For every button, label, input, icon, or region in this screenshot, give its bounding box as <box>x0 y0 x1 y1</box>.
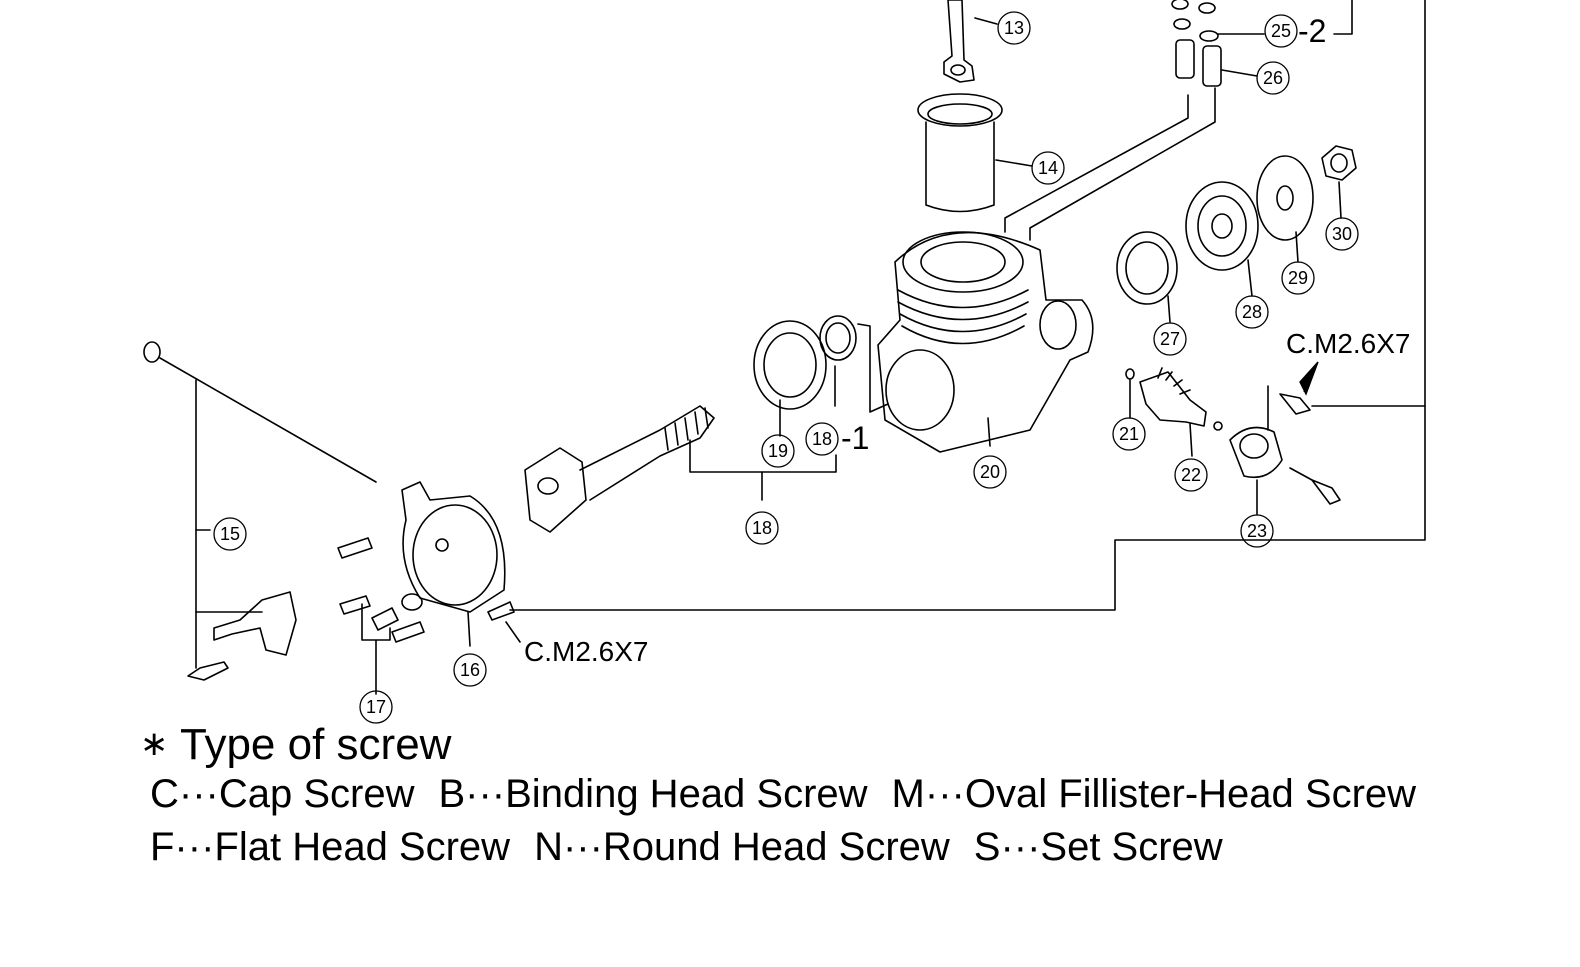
part25-suffix: -2 <box>1298 13 1326 49</box>
legend-row-2: F···Flat Head Screw N···Round Head Screw S… <box>150 823 1247 871</box>
asterisk-icon: ∗ <box>140 725 169 763</box>
crankcase-part <box>877 231 1094 453</box>
legend-item-set: S···Set Screw <box>973 825 1223 869</box>
throttle-linkage-part <box>143 341 377 681</box>
callout-29 <box>1281 261 1315 295</box>
drive-hub-part <box>1185 181 1259 297</box>
legend-item-oval: M···Oval Fillister-Head Screw <box>891 772 1417 816</box>
cylinder-liner-part <box>917 93 1033 213</box>
needle-valve-rings-part <box>1171 0 1265 87</box>
cam-gear-part <box>1125 367 1223 457</box>
callout-27 <box>1153 322 1187 356</box>
rear-bearing-part <box>1116 231 1178 323</box>
callout-label-22: 22 <box>1181 465 1201 485</box>
front-bearing-part <box>753 320 827 437</box>
callout-label-18a: 18 <box>812 429 832 449</box>
legend-item-cap: C···Cap Screw <box>150 772 415 816</box>
callout-label-19: 19 <box>768 441 788 461</box>
callout-label-27: 27 <box>1160 329 1180 349</box>
callout-label-29: 29 <box>1288 268 1308 288</box>
screw-arrow-right <box>1299 361 1319 396</box>
leader-frame <box>509 0 1426 611</box>
screw-label-left: C.M2.6X7 <box>524 636 649 667</box>
callout-label-14: 14 <box>1038 158 1058 178</box>
screw-label-right: C.M2.6X7 <box>1286 328 1411 359</box>
bushing-part <box>819 315 889 413</box>
callout-label-23: 23 <box>1247 521 1267 541</box>
callout-13 <box>997 11 1031 45</box>
callout-label-16: 16 <box>460 660 480 680</box>
legend-item-binding: B···Binding Head Screw <box>438 772 868 816</box>
callout-21 <box>1112 417 1146 451</box>
callout-23 <box>1240 514 1274 548</box>
callout-14 <box>1031 151 1065 185</box>
part18-suffix: -1 <box>841 420 869 456</box>
callout-30 <box>1325 217 1359 251</box>
callout-20 <box>973 455 1007 489</box>
connecting-rod-part <box>943 0 998 83</box>
legend-title: ∗ Type of screw <box>140 716 451 776</box>
callout-label-17: 17 <box>366 697 386 717</box>
callout-26 <box>1256 61 1290 95</box>
callout-16 <box>453 653 487 687</box>
callout-label-15: 15 <box>220 524 240 544</box>
crankshaft-part <box>524 405 837 533</box>
legend-item-flat: F···Flat Head Screw <box>150 825 511 869</box>
callout-25 <box>1264 14 1298 48</box>
callout-label-20: 20 <box>980 462 1000 482</box>
callout-18a <box>805 422 839 456</box>
legend-title-text: Type of screw <box>180 720 452 769</box>
drive-washer-part <box>1256 155 1314 263</box>
callout-label-25: 25 <box>1271 21 1291 41</box>
callout-label-26: 26 <box>1263 68 1283 88</box>
callout-label-18b: 18 <box>752 518 772 538</box>
legend-row-1: C···Cap Screw B···Binding Head Screw M···O… <box>150 770 1440 818</box>
callout-label-13: 13 <box>1004 18 1024 38</box>
callout-label-21: 21 <box>1119 424 1139 444</box>
prop-nut-part <box>1321 145 1357 219</box>
callout-17 <box>359 690 393 724</box>
callout-label-28: 28 <box>1242 302 1262 322</box>
callout-label-30: 30 <box>1332 224 1352 244</box>
callout-15 <box>213 517 247 551</box>
callout-19 <box>761 434 795 468</box>
callout-22 <box>1174 458 1208 492</box>
callout-18b <box>745 511 779 545</box>
callout-28 <box>1235 295 1269 329</box>
back-plate-part <box>1229 385 1341 515</box>
carburetor-body-part <box>337 481 521 695</box>
legend-item-round: N···Round Head Screw <box>534 825 950 869</box>
